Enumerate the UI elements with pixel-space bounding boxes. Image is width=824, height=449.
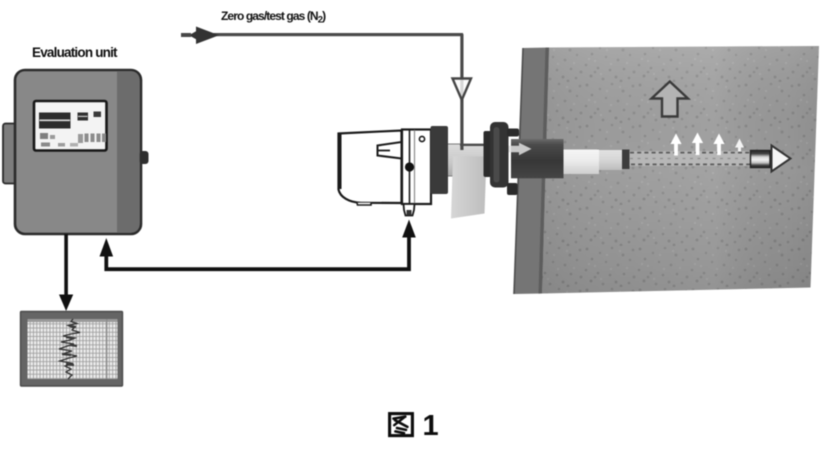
svg-text:1: 1 <box>423 410 439 442</box>
svg-text:Evaluation unit: Evaluation unit <box>32 45 118 60</box>
svg-text:Zero gas/test gas (N2): Zero gas/test gas (N2) <box>221 9 326 26</box>
